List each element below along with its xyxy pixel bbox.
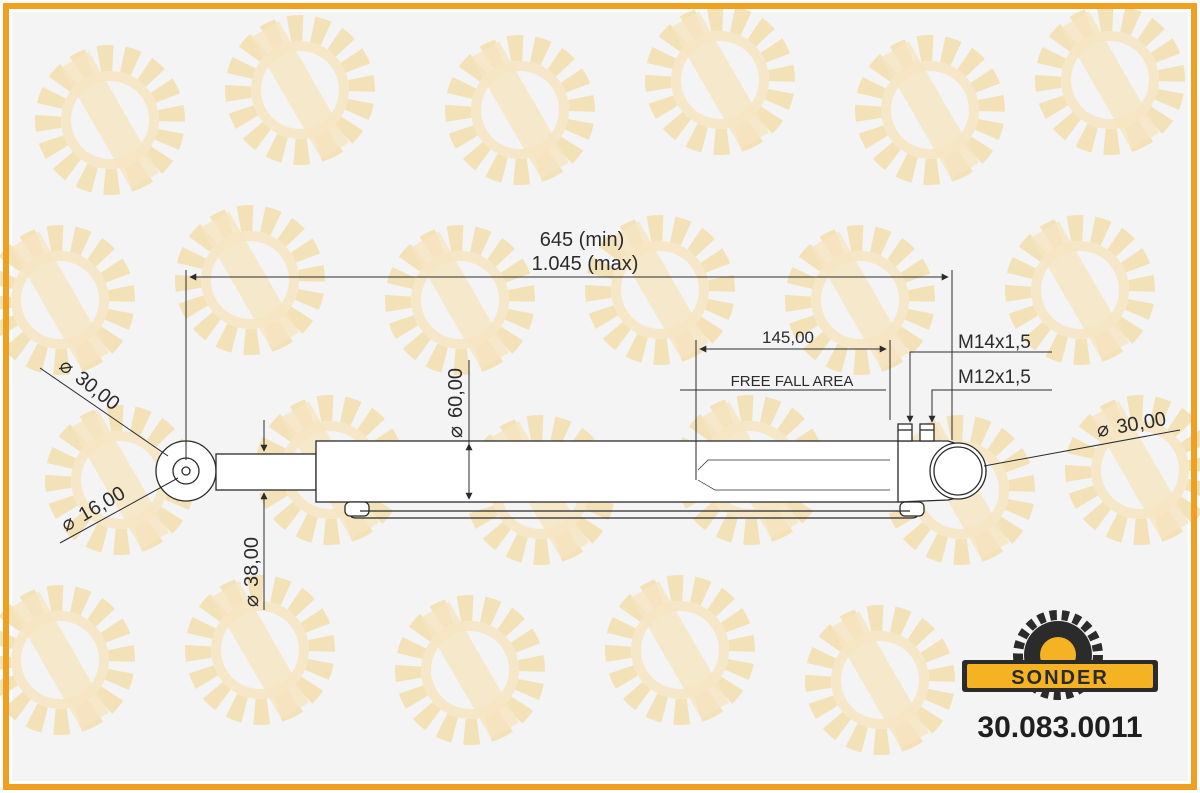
piston-rod: [215, 453, 317, 491]
drawing-border: [3, 3, 1197, 790]
cylinder-barrel: [315, 440, 911, 503]
part-number: 30.083.0011: [977, 711, 1142, 744]
rod-dia-label: 38,00: [241, 537, 263, 587]
cylinder-dia-label: 60,00: [445, 368, 467, 418]
port-m12-label: M12x1,5: [958, 367, 1031, 388]
length-max-label: 1.045 (max): [532, 253, 639, 275]
right-eye-inner: [933, 446, 983, 496]
dimension-lines: [39, 270, 1181, 610]
sonder-logo: SONDER: [962, 610, 1158, 700]
length-min-label: 645 (min): [540, 229, 624, 251]
diameter-symbol-icon: ⌀: [241, 595, 263, 607]
port-m12: [919, 423, 935, 442]
cylinder-assembly: [155, 423, 987, 519]
free-fall-length-label: 145,00: [762, 328, 814, 347]
left-eye-inner: [172, 457, 200, 485]
port-m14: [897, 423, 913, 442]
diameter-symbol-icon: ⌀: [1095, 418, 1111, 442]
free-fall-area-label: FREE FALL AREA: [731, 373, 854, 390]
diameter-symbol-icon: ⌀: [445, 426, 467, 438]
brand-name: SONDER: [1011, 667, 1109, 689]
port-m14-label: M14x1,5: [958, 332, 1031, 353]
